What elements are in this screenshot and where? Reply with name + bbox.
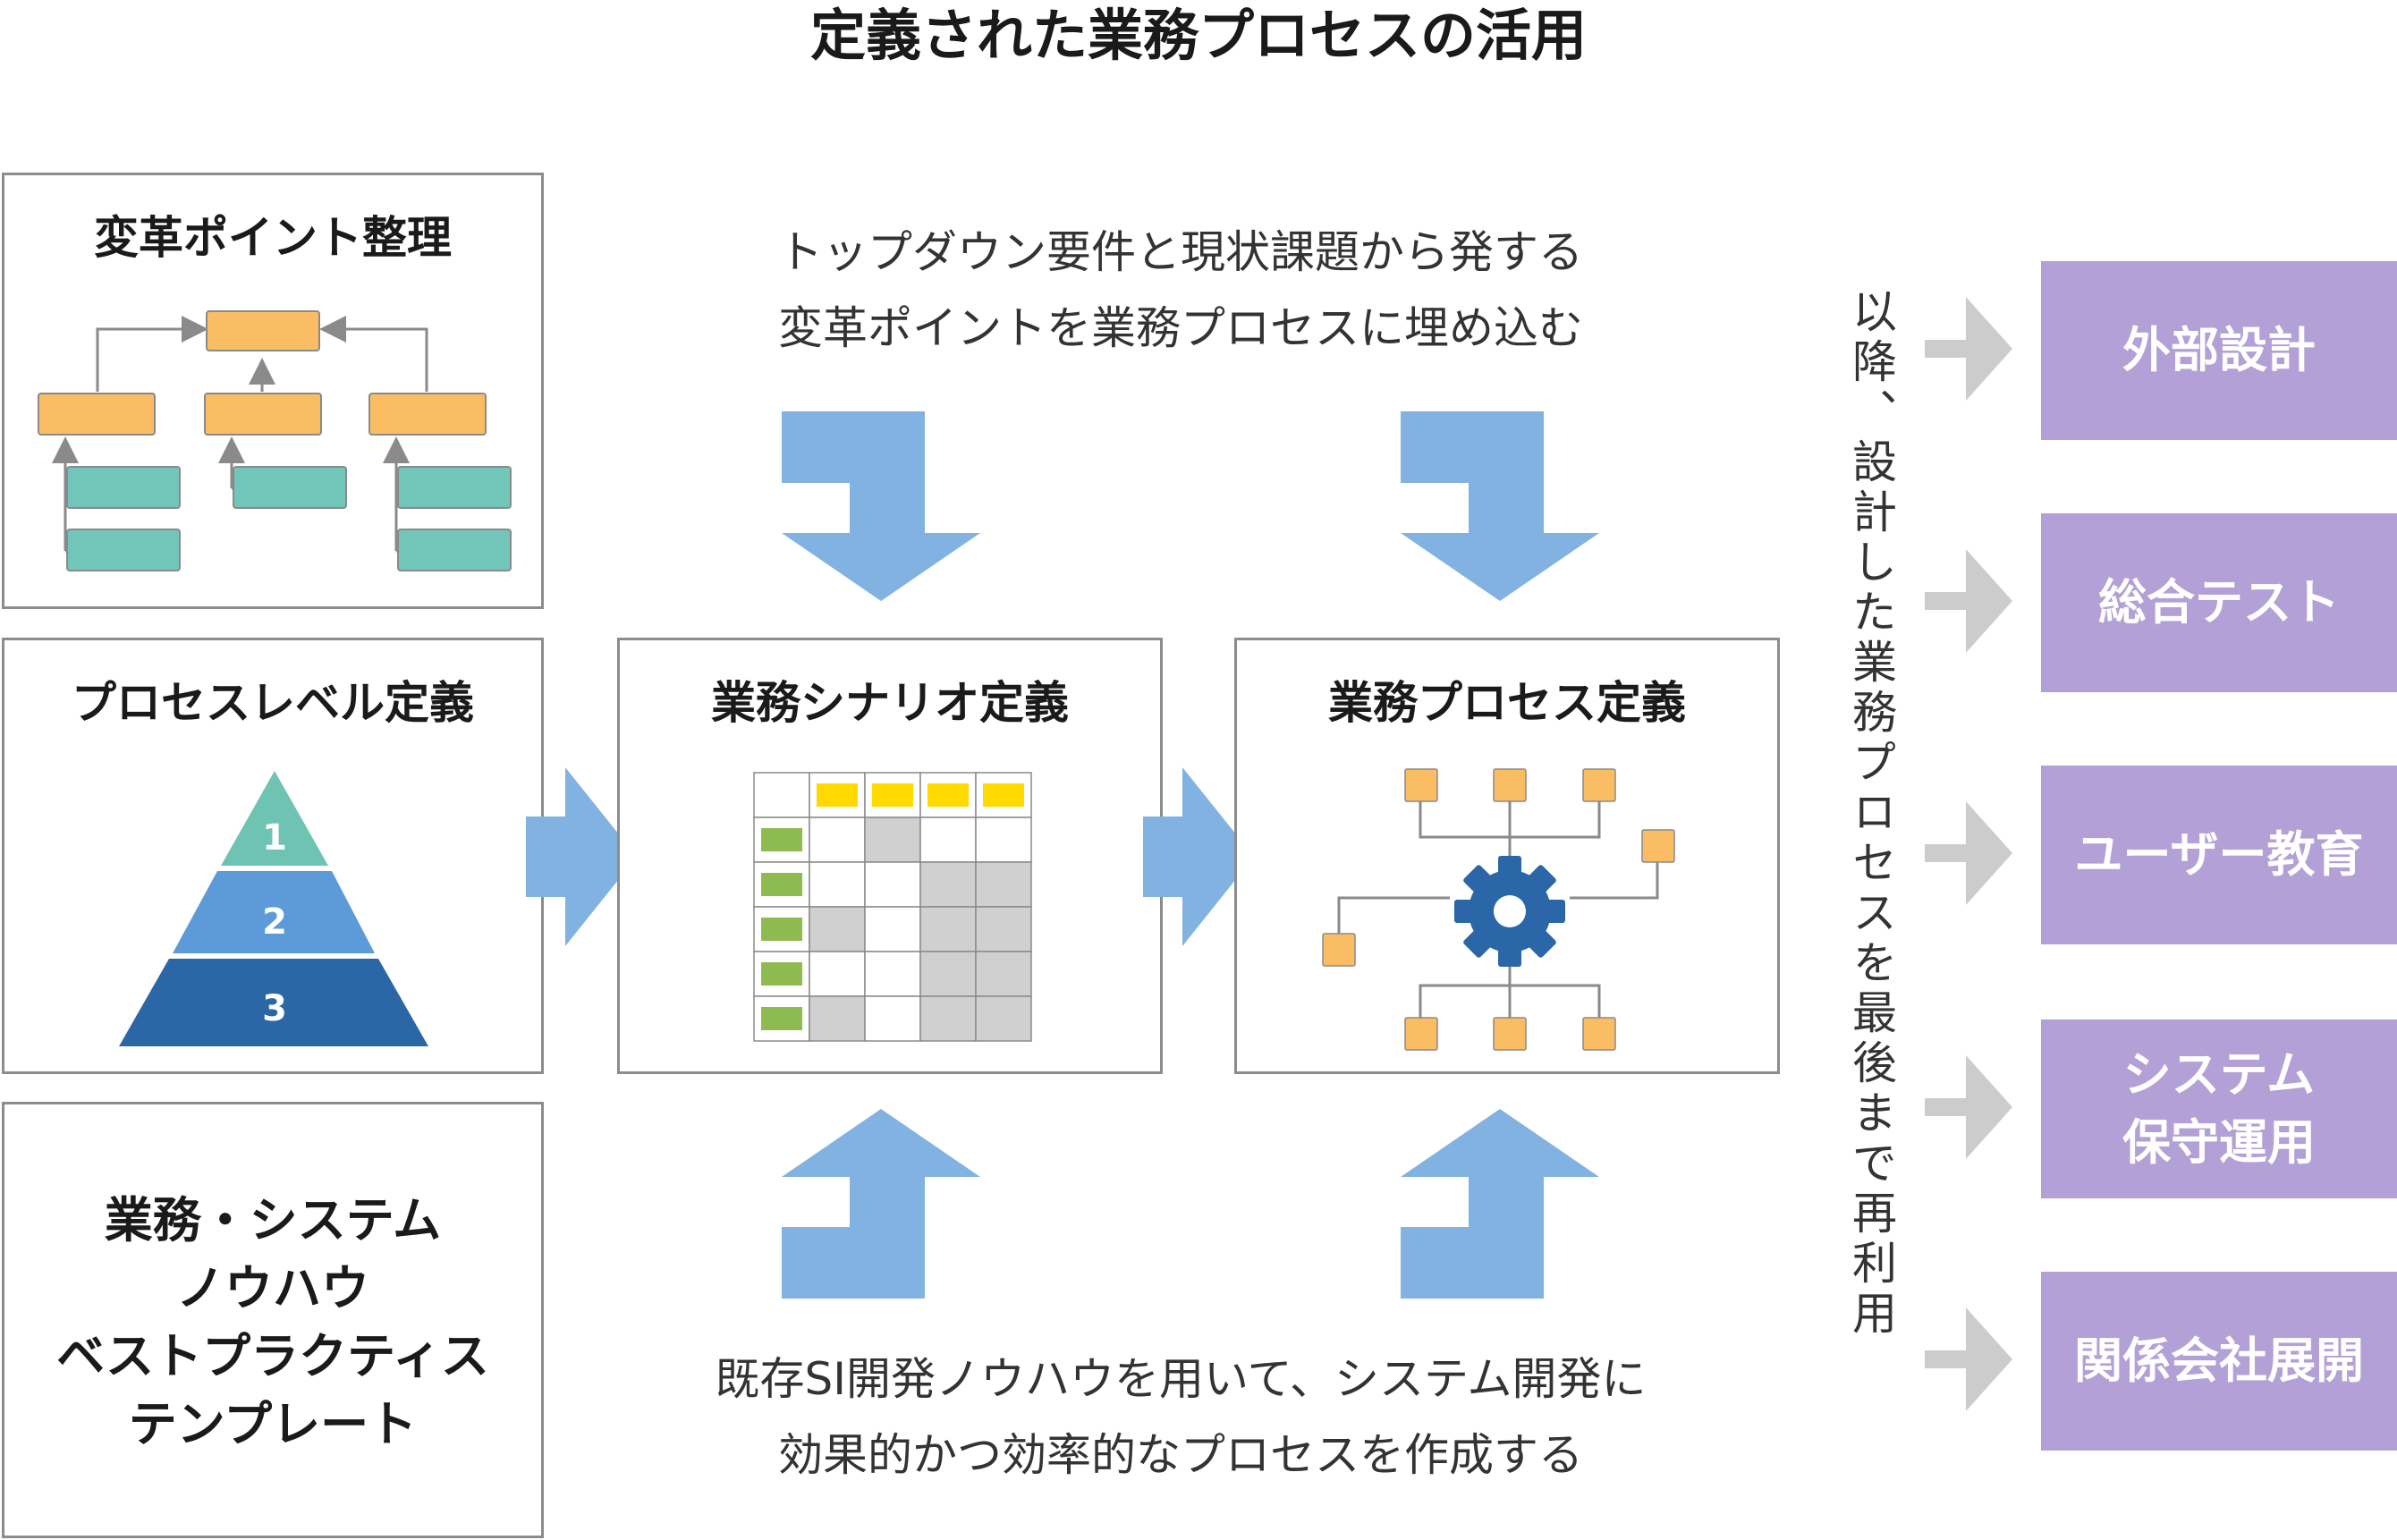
org-node-center <box>204 393 322 436</box>
matrix-cell <box>975 995 1032 1042</box>
matrix-cell <box>919 906 977 952</box>
arrow-down-right <box>1401 411 1599 601</box>
reuse-external-design: 外部設計 <box>2041 261 2397 440</box>
matrix-cell <box>975 951 1032 997</box>
scenario-matrix <box>753 772 1032 1042</box>
reuse-user-training: ユーザー教育 <box>2041 766 2397 944</box>
reuse-system-maintenance: システム 保守運用 <box>2041 1020 2397 1198</box>
knowhow-text: 業務・システム ノウハウ ベストプラクティス テンプレート <box>56 1192 489 1452</box>
gray-arrow-1 <box>1925 297 2012 401</box>
scenario-title: 業務シナリオ定義 <box>711 677 1069 729</box>
arrow-right-1 <box>526 767 637 946</box>
matrix-cell <box>864 995 921 1042</box>
matrix-header-marker <box>817 783 858 807</box>
gray-arrow-3 <box>1925 801 2012 905</box>
matrix-cell <box>864 906 921 952</box>
pyramid-label-1: 1 <box>262 817 287 859</box>
matrix-cell <box>919 817 977 863</box>
scenario-box: 業務シナリオ定義 <box>617 638 1163 1074</box>
reuse-integration-test: 総合テスト <box>2041 513 2397 692</box>
matrix-row-marker <box>761 918 802 941</box>
matrix-cell <box>919 995 977 1042</box>
change-points-box: 変革ポイント整理 <box>2 173 544 609</box>
reuse-affiliate-rollout: 関係会社展開 <box>2041 1272 2397 1451</box>
gray-arrow-5 <box>1925 1307 2012 1411</box>
process-box: 業務プロセス定義 <box>1234 638 1780 1074</box>
pyramid-label-2: 2 <box>262 901 287 943</box>
process-level-box: プロセスレベル定義 1 2 3 <box>2 638 544 1074</box>
process-level-title: プロセスレベル定義 <box>72 677 474 729</box>
process-network <box>1322 768 1675 1051</box>
gray-arrow-2 <box>1925 549 2012 653</box>
knowhow-box: 業務・システム ノウハウ ベストプラクティス テンプレート <box>2 1102 544 1538</box>
process-title: 業務プロセス定義 <box>1328 677 1686 729</box>
matrix-cell <box>809 995 866 1042</box>
arrow-up-left <box>782 1109 980 1299</box>
matrix-row-marker <box>761 828 802 851</box>
matrix-cell <box>975 817 1032 863</box>
matrix-header-marker <box>927 783 969 807</box>
matrix-cell <box>919 951 977 997</box>
hierarchy-diagram <box>38 310 512 571</box>
matrix-cell <box>809 817 866 863</box>
matrix-cell <box>919 861 977 908</box>
pyramid-label-3: 3 <box>262 988 287 1029</box>
matrix-cell <box>975 861 1032 908</box>
arrow-right-2 <box>1143 767 1254 946</box>
reuse-vertical-note: 以降、設計した業務プロセスを最後まで再利用 <box>1845 288 1897 1340</box>
arrow-down-left <box>782 411 980 601</box>
pyramid-level-2 <box>173 871 375 953</box>
top-caption: トップダウン要件と現状課題から発する 変革ポイントを業務プロセスに埋め込む <box>778 226 1583 354</box>
level-pyramid: 1 2 3 <box>119 771 428 1046</box>
matrix-row-marker <box>761 873 802 896</box>
matrix-cell <box>864 951 921 997</box>
page-title: 定義された業務プロセスの活用 <box>809 3 1587 68</box>
pyramid-level-3 <box>119 959 428 1046</box>
matrix-cell <box>809 951 866 997</box>
gray-arrow-4 <box>1925 1055 2012 1159</box>
matrix-header-marker <box>872 783 913 807</box>
matrix-row-marker <box>761 962 802 986</box>
matrix-cell <box>975 906 1032 952</box>
matrix-cell <box>809 861 866 908</box>
gear-icon <box>1454 856 1565 967</box>
org-node-right <box>368 393 487 436</box>
change-points-title: 変革ポイント整理 <box>94 212 452 264</box>
bottom-caption: 既存SI開発ノウハウを用いて、システム開発に 効果的かつ効率的なプロセスを作成す… <box>715 1353 1647 1481</box>
org-node-top <box>206 310 320 351</box>
matrix-cell <box>864 861 921 908</box>
org-node-left <box>38 393 156 436</box>
matrix-row-marker <box>761 1007 802 1030</box>
matrix-cell <box>809 906 866 952</box>
matrix-cell <box>864 817 921 863</box>
pyramid-level-1 <box>221 771 328 866</box>
arrow-up-right <box>1401 1109 1599 1299</box>
matrix-cell <box>753 772 810 818</box>
matrix-header-marker <box>983 783 1024 807</box>
